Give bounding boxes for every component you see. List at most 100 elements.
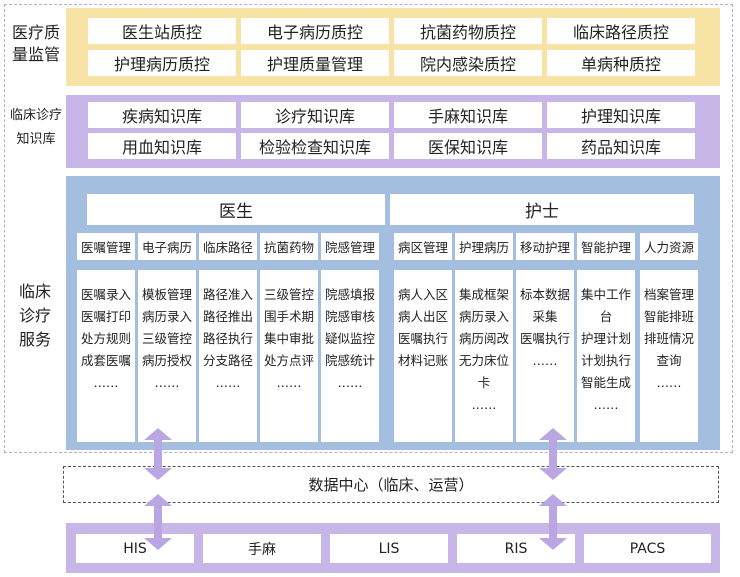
module-title-7[interactable]: 移动护理: [516, 233, 574, 260]
module-title-2[interactable]: 临床路径: [199, 233, 257, 260]
module-detail-line: 采集: [532, 309, 558, 324]
system-pacs[interactable]: PACS: [584, 534, 711, 563]
module-detail-9: 档案管理智能排班排班情况查询……: [640, 270, 698, 442]
module-detail-line: 医嘱录入: [80, 287, 131, 302]
nurse-header[interactable]: 护士: [390, 194, 694, 225]
module-detail-line: 医嘱执行: [519, 331, 570, 346]
clinical-label-line-3: 服务: [18, 330, 51, 349]
module-detail-line: 护理计划: [580, 331, 631, 346]
module-title-3[interactable]: 抗菌药物: [260, 233, 318, 260]
module-detail-line: 计划执行: [580, 353, 631, 368]
quality-item-antibiotics[interactable]: 抗菌药物质控: [394, 18, 542, 44]
module-detail-line: 病历录入: [141, 309, 192, 324]
module-title-6[interactable]: 护理病历: [455, 233, 513, 260]
module-detail-line: 分支路径: [202, 353, 253, 368]
module-detail-line: ……: [337, 375, 363, 390]
quality-label-line-1: 医疗质: [11, 23, 60, 42]
knowledge-label-line-2: 知识库: [16, 132, 56, 147]
module-detail-line: 台: [599, 309, 613, 324]
quality-item-doctor-station[interactable]: 医生站质控: [88, 18, 236, 44]
module-detail-line: 智能排班: [643, 309, 694, 324]
module-detail-line: ……: [656, 375, 682, 390]
module-detail-line: 疑似监控: [324, 331, 375, 346]
module-title-1[interactable]: 电子病历: [138, 233, 196, 260]
module-detail-line: ……: [93, 375, 119, 390]
clinical-label-line-1: 临床: [18, 282, 51, 301]
knowledge-label-line-1: 临床诊疗: [9, 108, 62, 123]
module-detail-line: 医嘱打印: [80, 309, 131, 324]
kb-item-lab-exam[interactable]: 检验检查知识库: [241, 133, 389, 159]
clinical-label-line-2: 诊疗: [18, 306, 51, 325]
module-detail-1: 模板管理病历录入三级管控病历授权……: [138, 270, 196, 442]
module-detail-line: 材料记账: [397, 353, 448, 368]
data-center-box[interactable]: 数据中心（临床、运营）: [63, 466, 719, 503]
module-detail-line: 围手术期: [263, 309, 314, 324]
quality-label-line-2: 量监管: [11, 45, 60, 64]
module-detail-line: ……: [154, 375, 180, 390]
module-title-5[interactable]: 病区管理: [394, 233, 452, 260]
quality-item-clinical-pathway[interactable]: 临床路径质控: [547, 18, 695, 44]
module-detail-line: 处方点评: [263, 353, 314, 368]
module-detail-line: 排班情况: [643, 331, 694, 346]
module-detail-line: 卡: [477, 375, 491, 390]
quality-item-infection[interactable]: 院内感染质控: [394, 50, 542, 76]
module-title-8[interactable]: 智能护理: [577, 233, 635, 260]
kb-item-treatment[interactable]: 诊疗知识库: [241, 102, 389, 128]
module-title-0[interactable]: 医嘱管理: [77, 233, 135, 260]
kb-item-anesthesia[interactable]: 手麻知识库: [394, 102, 542, 128]
module-detail-line: 病人出区: [397, 309, 448, 324]
module-detail-0: 医嘱录入医嘱打印处方规则成套医嘱……: [77, 270, 135, 442]
module-detail-line: 查询: [656, 353, 682, 368]
module-title-9[interactable]: 人力资源: [640, 233, 698, 260]
module-detail-line: 无力床位: [458, 353, 509, 368]
module-detail-line: 院感统计: [324, 353, 375, 368]
knowledge-section-label: 临床诊疗 知识库: [4, 104, 68, 152]
module-detail-line: 标本数据: [519, 287, 570, 302]
arrow-clinical-datacenter-right: [539, 428, 567, 480]
module-detail-line: 病历阅改: [458, 331, 509, 346]
quality-item-single-disease[interactable]: 单病种质控: [547, 50, 695, 76]
system-anesthesia[interactable]: 手麻: [203, 534, 321, 563]
clinical-section-label: 临床 诊疗 服务: [10, 280, 60, 352]
module-detail-line: 路径执行: [202, 331, 253, 346]
module-detail-line: 路径准入: [202, 287, 253, 302]
module-detail-line: 病人入区: [397, 287, 448, 302]
module-detail-line: 病历录入: [458, 309, 509, 324]
module-detail-line: 集中审批: [263, 331, 314, 346]
quality-section-label: 医疗质 量监管: [8, 22, 64, 66]
module-detail-line: 智能生成: [580, 375, 631, 390]
module-detail-line: ……: [276, 375, 302, 390]
module-detail-line: 院感填报: [324, 287, 375, 302]
module-detail-line: ……: [532, 353, 558, 368]
system-lis[interactable]: LIS: [330, 534, 448, 563]
module-detail-line: 三级管控: [141, 331, 192, 346]
system-his[interactable]: HIS: [76, 534, 194, 563]
kb-item-insurance[interactable]: 医保知识库: [394, 133, 542, 159]
module-detail-line: 病历授权: [141, 353, 192, 368]
quality-item-emr[interactable]: 电子病历质控: [241, 18, 389, 44]
module-detail-line: 集中工作: [580, 287, 631, 302]
kb-item-drug[interactable]: 药品知识库: [547, 133, 695, 159]
module-title-4[interactable]: 院感管理: [321, 233, 379, 260]
platform-dashed-border: [4, 4, 733, 453]
module-detail-line: 处方规则: [80, 331, 131, 346]
module-detail-8: 集中工作台护理计划计划执行智能生成 ……: [577, 270, 635, 442]
doctor-header[interactable]: 医生: [87, 194, 385, 225]
module-detail-line: ……: [215, 375, 241, 390]
module-detail-7: 标本数据采集医嘱执行 ……: [516, 270, 574, 442]
kb-item-disease[interactable]: 疾病知识库: [88, 102, 236, 128]
kb-item-blood[interactable]: 用血知识库: [88, 133, 236, 159]
module-detail-line: ……: [593, 397, 619, 412]
module-detail-line: 路径推出: [202, 309, 253, 324]
module-detail-line: 院感审核: [324, 309, 375, 324]
kb-item-nursing[interactable]: 护理知识库: [547, 102, 695, 128]
module-detail-line: 集成框架: [458, 287, 509, 302]
quality-item-nursing-record[interactable]: 护理病历质控: [88, 50, 236, 76]
module-detail-6: 集成框架病历录入病历阅改无力床位卡 ……: [455, 270, 513, 442]
module-detail-2: 路径准入路径推出路径执行分支路径 ……: [199, 270, 257, 442]
quality-item-nursing-quality[interactable]: 护理质量管理: [241, 50, 389, 76]
arrow-datacenter-systems-left: [144, 494, 172, 550]
arrow-datacenter-systems-right: [539, 494, 567, 550]
module-detail-line: ……: [471, 397, 497, 412]
